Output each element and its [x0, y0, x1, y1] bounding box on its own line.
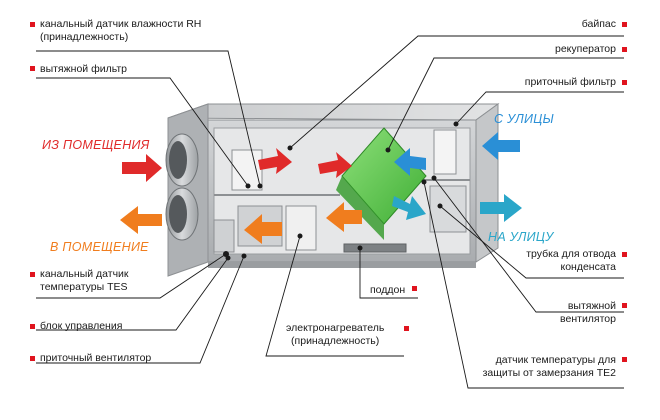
label-frost-line2: защиты от замерзания TE2: [482, 367, 616, 379]
marker-supply-filter: [622, 80, 627, 85]
internal-arrow-orange-2: [244, 214, 282, 244]
label-heater-line2: (принадлежность): [291, 335, 380, 347]
internal-arrow-orange-1: [326, 202, 362, 232]
marker-exhaust-fan: [622, 303, 627, 308]
leader-lines: [36, 35, 624, 389]
marker-control: [30, 324, 35, 329]
label-condensate-line1: трубка для отвода: [526, 248, 616, 260]
internal-arrow-cyan: [392, 196, 426, 220]
marker-heater: [404, 326, 409, 331]
label-frost-line1: датчик температуры для: [495, 354, 616, 366]
leader-tes: [36, 253, 227, 299]
label-supply-fan-line1: приточный вентилятор: [40, 352, 152, 364]
drain-tray: [343, 243, 407, 253]
label-control-unit: блок управления: [40, 320, 122, 333]
marker-supply-fan: [30, 356, 35, 361]
label-heater-line1: электронагреватель: [286, 322, 385, 334]
leader-heater: [265, 235, 404, 357]
heater-block: [285, 205, 317, 251]
label-exhaust-filter-line1: вытяжной фильтр: [40, 63, 127, 75]
leader-bypass: [289, 35, 624, 149]
marker-tray: [412, 286, 417, 291]
marker-recuperator: [622, 47, 627, 52]
internal-arrow-red-1: [258, 148, 292, 174]
marker-humidity: [30, 22, 35, 27]
label-humidity-sensor: канальный датчик влажности RH (принадлеж…: [40, 18, 201, 44]
label-humidity-sensor-line2: (принадлежность): [40, 31, 129, 43]
label-frost-sensor: датчик температуры для защиты от замерза…: [483, 354, 616, 380]
label-tray-line1: поддон: [370, 284, 406, 296]
upper-duct-opening: [169, 141, 187, 179]
leader-humidity: [36, 50, 261, 187]
label-supply-fan: приточный вентилятор: [40, 352, 151, 365]
casing-top: [167, 103, 500, 121]
label-exhaust-fan-line1: вытяжной: [567, 300, 616, 312]
marker-tes: [30, 272, 35, 277]
label-from-room: ИЗ ПОМЕЩЕНИЯ: [42, 138, 150, 152]
arrow-to-street: [480, 194, 522, 222]
lower-duct-opening: [169, 195, 187, 233]
internal-arrow-red-2: [318, 152, 352, 178]
label-exhaust-fan: вытяжной вентилятор: [560, 300, 616, 326]
leader-exhaust-filter: [36, 77, 249, 187]
marker-frost: [622, 357, 627, 362]
label-heater: электронагреватель (принадлежность): [286, 322, 384, 348]
label-tes-line2: температуры TES: [40, 281, 128, 293]
label-condensate-pipe: трубка для отвода конденсата: [526, 248, 616, 274]
control-box: [213, 219, 235, 253]
label-tray: поддон: [370, 284, 405, 297]
label-exhaust-fan-line2: вентилятор: [560, 313, 616, 325]
leader-condensate: [439, 205, 624, 279]
label-temp-sensor-tes: канальный датчик температуры TES: [40, 268, 129, 294]
label-supply-filter: приточный фильтр: [525, 76, 616, 89]
duct-connectors: [165, 133, 199, 241]
label-bypass: байпас: [582, 18, 616, 31]
label-condensate-line2: конденсата: [560, 261, 616, 273]
label-recuperator: рекуператор: [555, 43, 616, 56]
label-recuperator-line1: рекуператор: [555, 43, 616, 55]
marker-condensate: [622, 252, 627, 257]
label-exhaust-filter: вытяжной фильтр: [40, 63, 127, 76]
label-supply-filter-line1: приточный фильтр: [524, 76, 616, 88]
arrow-from-room: [122, 154, 162, 182]
leader-tray: [359, 248, 418, 299]
label-humidity-sensor-line1: канальный датчик влажности RH: [40, 18, 202, 30]
arrow-to-room: [120, 206, 162, 234]
leader-supply-filter: [455, 91, 624, 125]
marker-bypass: [622, 22, 627, 27]
marker-exhaust-filter: [30, 66, 35, 71]
leader-control: [36, 257, 229, 331]
label-to-room: В ПОМЕЩЕНИЕ: [50, 240, 149, 254]
heat-exchanger-side: [336, 176, 384, 240]
leader-supply-fan: [36, 255, 245, 364]
exhaust-filter-block: [231, 149, 263, 191]
unit-casing: [167, 103, 500, 277]
leader-recuperator: [387, 57, 624, 151]
supply-filter-block: [433, 129, 457, 175]
label-bypass-line1: байпас: [581, 18, 616, 30]
leader-exhaust-fan: [433, 177, 624, 313]
exhaust-fan-block: [429, 185, 467, 233]
arrow-from-street: [482, 132, 520, 160]
internal-arrow-blue: [394, 148, 426, 176]
label-to-street: НА УЛИЦУ: [488, 230, 554, 244]
label-from-street: С УЛИЦЫ: [494, 112, 554, 126]
label-tes-line1: канальный датчик: [40, 268, 129, 280]
leader-frost: [423, 181, 624, 389]
base-frame: [208, 262, 476, 268]
label-control-unit-line1: блок управления: [40, 320, 123, 332]
